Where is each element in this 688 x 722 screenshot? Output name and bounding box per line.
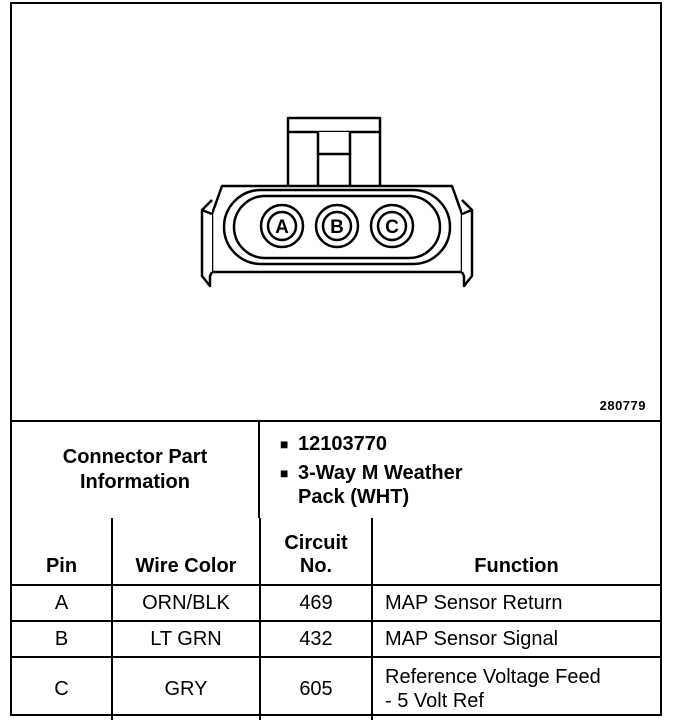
wire-color-cell: LT GRN — [111, 620, 261, 658]
wire-color-cell: GRY — [111, 656, 261, 720]
pin-label-c: C — [385, 217, 399, 238]
pin-label-a: A — [275, 217, 289, 238]
table-header-row: Pin Wire Color Circuit No. Function — [12, 518, 660, 586]
pin-cell: B — [12, 620, 113, 658]
circuit-cell: 605 — [259, 656, 373, 720]
table-row: B LT GRN 432 MAP Sensor Signal — [12, 620, 660, 658]
table-row: C GRY 605 Reference Voltage Feed - 5 Vol… — [12, 656, 660, 720]
connector-info-section: Connector Part Information ■ 12103770 ■ … — [12, 420, 660, 518]
connector-right-clip — [460, 199, 474, 288]
part-number: 12103770 — [298, 433, 387, 455]
connector-info-values: ■ 12103770 ■ 3-Way M Weather Pack (WHT) — [260, 422, 660, 518]
pin-cell: A — [12, 584, 113, 622]
connector-info-label-line1: Connector Part — [62, 446, 208, 468]
header-circuit-line1: Circuit — [284, 532, 348, 554]
circuit-cell: 469 — [259, 584, 373, 622]
pin-cell: C — [12, 656, 113, 720]
header-circuit-line2: No. — [299, 555, 333, 577]
connector-info-label: Connector Part Information — [12, 422, 260, 518]
connector-type-line1: 3-Way M Weather — [298, 462, 463, 484]
bullet-icon: ■ — [280, 436, 289, 452]
function-cell: Reference Voltage Feed - 5 Volt Ref — [371, 656, 660, 720]
header-wire-color: Wire Color — [111, 518, 261, 586]
figure-id: 280779 — [599, 398, 646, 413]
header-function: Function — [371, 518, 660, 586]
connector-info-label-line2: Information — [80, 471, 190, 493]
header-pin: Pin — [12, 518, 113, 586]
connector-sheet: A B C 280779 Connector Part Information … — [10, 2, 662, 720]
circuit-cell: 432 — [259, 620, 373, 658]
connector-latch-slot — [316, 132, 352, 156]
connector-drawing: A B C — [200, 116, 474, 288]
pin-label-b: B — [330, 217, 344, 238]
table-row: A ORN/BLK 469 MAP Sensor Return — [12, 584, 660, 622]
connector-left-clip — [200, 199, 214, 288]
connector-type-item: ■ 3-Way M Weather Pack (WHT) — [280, 461, 660, 509]
pinout-table: Pin Wire Color Circuit No. Function A OR… — [12, 518, 660, 720]
wire-color-cell: ORN/BLK — [111, 584, 261, 622]
function-cell: MAP Sensor Signal — [371, 620, 660, 658]
connector-type-line2: Pack (WHT) — [298, 486, 410, 508]
function-line1: Reference Voltage Feed — [385, 666, 601, 688]
function-cell: MAP Sensor Return — [371, 584, 660, 622]
function-line2: - 5 Volt Ref — [385, 690, 484, 712]
connector-figure: A B C 280779 — [12, 4, 660, 420]
header-circuit: Circuit No. — [259, 518, 373, 586]
part-number-item: ■ 12103770 — [280, 432, 660, 456]
bullet-icon: ■ — [280, 465, 289, 481]
